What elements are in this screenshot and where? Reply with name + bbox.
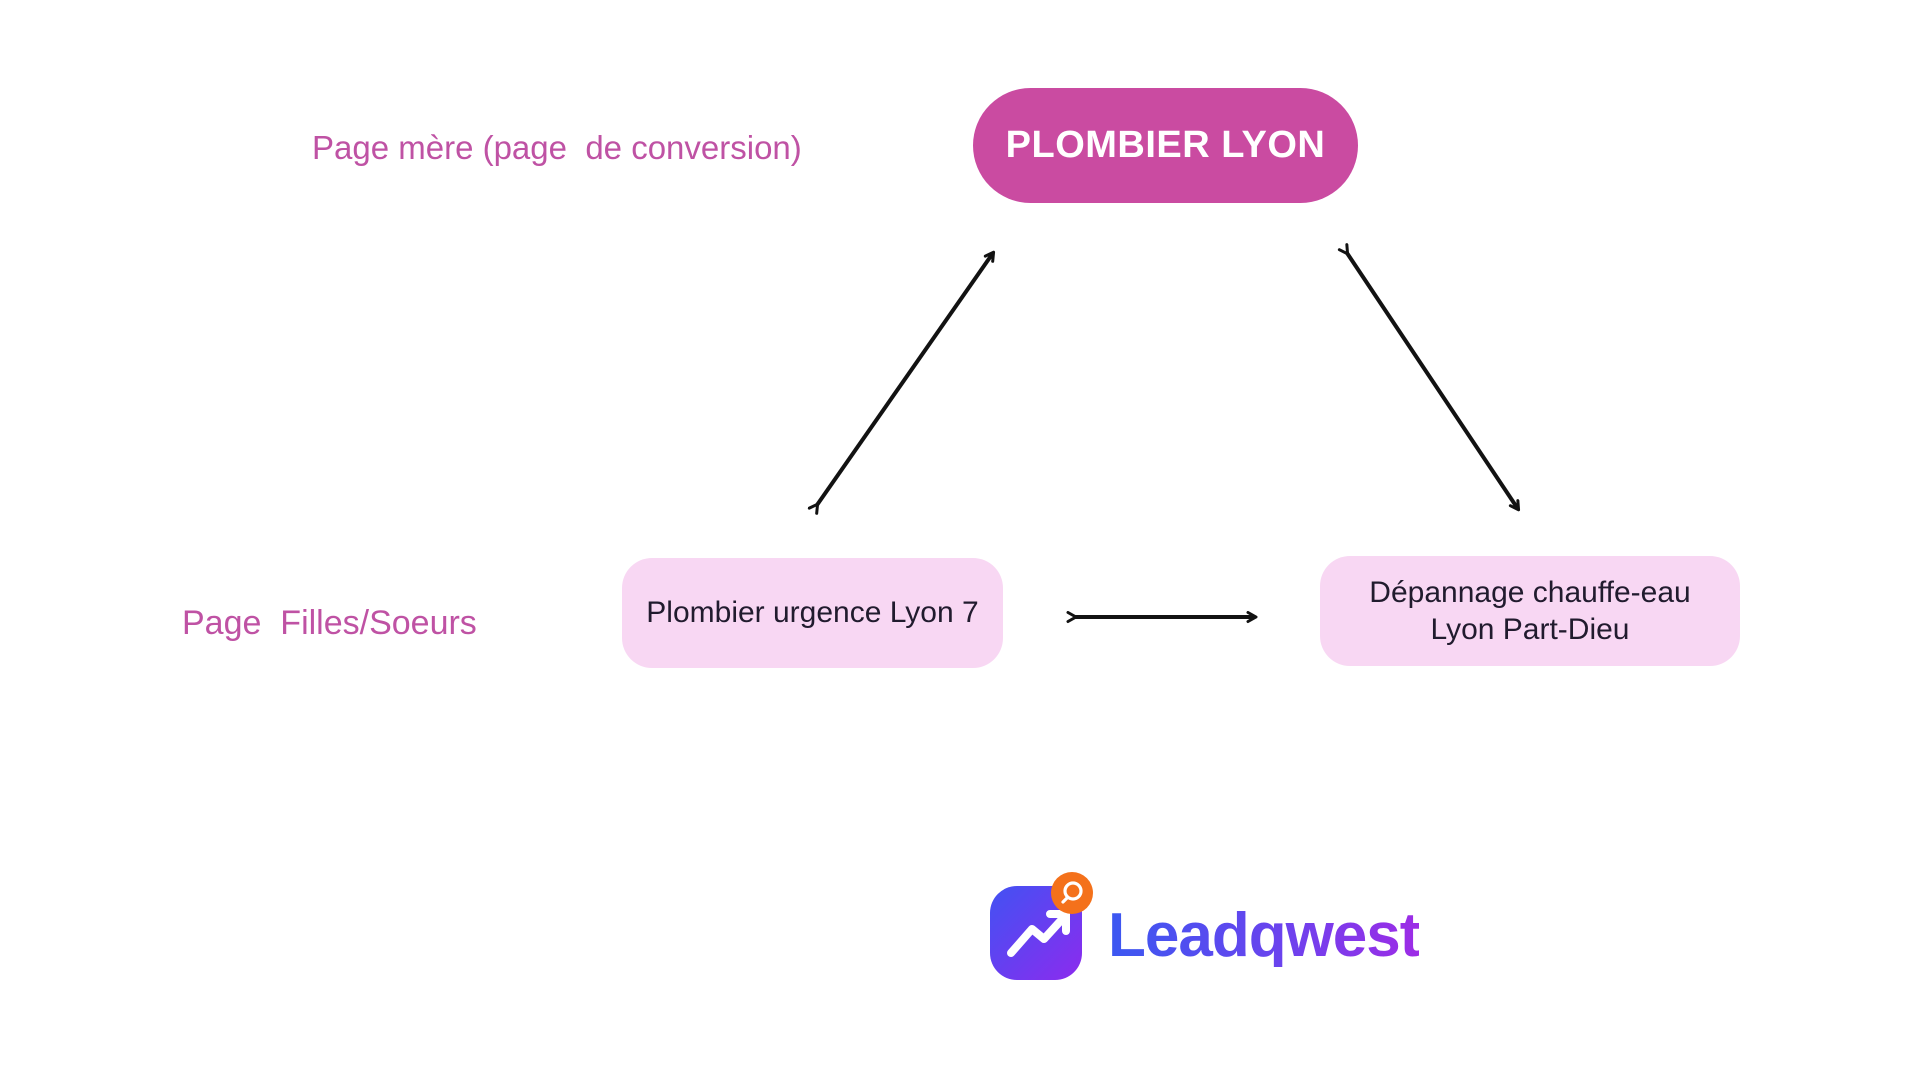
node-child-plombier-urgence: Plombier urgence Lyon 7 <box>622 558 1003 668</box>
arrow-mother-to-left-child <box>807 250 996 515</box>
node-mother-plombier-lyon: PLOMBIER LYON <box>973 88 1358 203</box>
leadqwest-wordmark: Leadqwest <box>1108 901 1420 970</box>
leadqwest-logo: Leadqwest <box>975 865 1445 1005</box>
node-child-left-label: Plombier urgence Lyon 7 <box>646 596 979 630</box>
node-child-depannage-chauffe-eau: Dépannage chauffe-eau Lyon Part-Dieu <box>1320 556 1740 666</box>
child-pages-label: Page Filles/Soeurs <box>182 604 477 642</box>
arrow-mother-to-right-child <box>1337 243 1521 512</box>
trending-up-chart-icon <box>1007 910 1070 957</box>
node-mother-label: PLOMBIER LYON <box>1005 124 1326 166</box>
leadqwest-logo-icon <box>990 872 1093 980</box>
magnifier-badge-icon <box>1051 872 1093 914</box>
mother-page-label: Page mère (page de conversion) <box>312 129 802 166</box>
node-child-right-label: Dépannage chauffe-eau Lyon Part-Dieu <box>1369 575 1691 647</box>
